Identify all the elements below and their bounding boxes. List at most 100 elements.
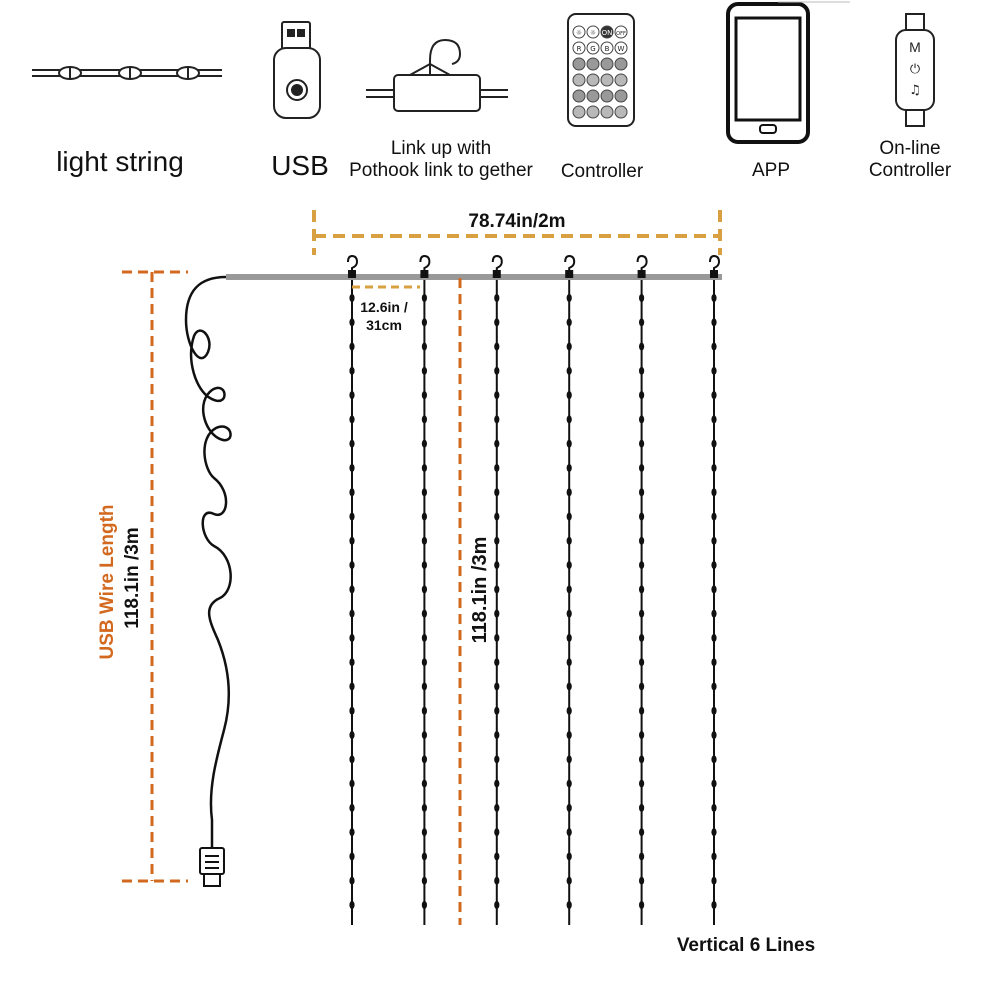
usb-wire-title: USB Wire Length — [97, 505, 118, 660]
strand-bulb — [494, 901, 500, 909]
online-controller-label-line2: Controller — [868, 159, 952, 181]
strand-bulb — [566, 585, 572, 594]
remote-button — [614, 89, 628, 103]
strand-length-label: 118.1in /3m — [469, 537, 491, 644]
strand-bulb — [711, 536, 717, 545]
strand-bulb — [349, 512, 355, 521]
online-controller-mode-button: M — [909, 39, 921, 55]
strand-bulb — [566, 318, 572, 327]
pothook-icon — [366, 38, 508, 112]
strand-bulb — [711, 294, 717, 302]
strand-bulb — [349, 876, 355, 885]
remote-button — [572, 25, 586, 39]
strand-bulb — [349, 803, 355, 812]
strand-bulb — [639, 294, 645, 302]
remote-button — [600, 41, 614, 55]
strand-bulb — [494, 391, 500, 400]
strand-bulb — [421, 415, 427, 424]
strand-hook — [636, 254, 648, 272]
strand-bulb — [566, 755, 572, 764]
strand-bulb — [639, 876, 645, 885]
strand-bulb — [566, 852, 572, 861]
strand-bulb — [421, 706, 427, 715]
strand-bulb — [349, 828, 355, 837]
strand-bulb — [421, 463, 427, 472]
strand-hook-clip — [710, 270, 718, 278]
strand-bulb — [639, 585, 645, 594]
remote-button — [614, 57, 628, 71]
usb-cable — [184, 275, 232, 848]
strand-bulb — [711, 391, 717, 400]
remote-button — [572, 89, 586, 103]
strand-bulb — [349, 536, 355, 545]
online-controller-label-line1: On-line — [879, 138, 941, 159]
strand-bulb — [711, 901, 717, 909]
strand-bulb — [494, 876, 500, 885]
strand-bulb — [711, 488, 717, 497]
strand-bulb — [421, 876, 427, 885]
strand-bulb — [494, 609, 500, 618]
strand-bulb — [421, 828, 427, 837]
strand-bulb — [494, 828, 500, 837]
strand-hook-clip — [348, 270, 356, 278]
strand-bulb — [711, 682, 717, 691]
strand-bulb — [349, 706, 355, 715]
strand-bulb — [494, 633, 500, 642]
strand-bulb — [711, 439, 717, 448]
strand-bulb — [494, 439, 500, 448]
strand-bulb — [494, 658, 500, 667]
usb-label: USB — [271, 150, 329, 181]
pothook-label-line2: Pothook link to gether — [349, 159, 533, 181]
strand-bulb — [639, 706, 645, 715]
online-controller-label: On-line Controller — [852, 138, 968, 182]
strand-bulb — [566, 633, 572, 642]
strand-hook — [709, 254, 721, 272]
strand-bulb — [349, 561, 355, 570]
strand-bulb — [421, 731, 427, 740]
strand-bulb — [421, 561, 427, 570]
strand-bulb — [711, 633, 717, 642]
strand-bulb — [639, 318, 645, 327]
strand-bulb — [349, 609, 355, 618]
strand-bulb — [711, 706, 717, 715]
strand-bulb — [421, 439, 427, 448]
strand-bulb — [566, 731, 572, 740]
strand-bulb — [494, 585, 500, 594]
footer-label: Vertical 6 Lines — [677, 935, 815, 956]
strand-bulb — [639, 488, 645, 497]
strand-bulb — [711, 512, 717, 521]
strand-bulb — [711, 852, 717, 861]
width-dimension-label: 78.74in/2m — [468, 211, 565, 232]
strand-bulb — [711, 463, 717, 472]
remote-button-label: B — [605, 45, 610, 53]
light-strands — [347, 254, 721, 925]
remote-button — [586, 25, 600, 39]
strand-bulb — [566, 779, 572, 788]
strand-bulb — [711, 803, 717, 812]
strand-bulb — [639, 342, 645, 351]
light-strand — [636, 254, 648, 925]
strand-bulb — [494, 536, 500, 545]
remote-button — [614, 105, 628, 119]
strand-bulb — [421, 294, 427, 302]
strand-bulb — [566, 609, 572, 618]
strand-bulb — [639, 391, 645, 400]
strand-bulb — [349, 294, 355, 302]
strand-bulb — [711, 585, 717, 594]
strand-bulb — [711, 755, 717, 764]
strand-hook — [419, 254, 431, 272]
strand-bulb — [494, 342, 500, 351]
strand-hook — [347, 254, 359, 272]
strand-bulb — [421, 488, 427, 497]
strand-bulb — [711, 366, 717, 375]
strand-bulb — [421, 755, 427, 764]
strand-bulb — [566, 658, 572, 667]
remote-button-label: G — [590, 45, 595, 53]
strand-bulb — [421, 585, 427, 594]
strand-bulb — [566, 366, 572, 375]
strand-bulb — [566, 706, 572, 715]
strand-bulb — [639, 463, 645, 472]
strand-bulb — [349, 755, 355, 764]
remote-button — [600, 57, 614, 71]
